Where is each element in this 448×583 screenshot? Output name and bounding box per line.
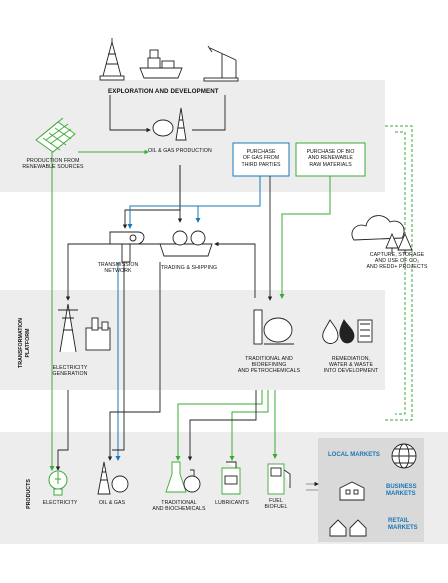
tanker-spheres-icon (159, 230, 213, 257)
lubricant-canister-icon (221, 461, 241, 495)
oil-gas-production-icon (152, 107, 187, 141)
refining-to-chemicals-line (175, 390, 263, 461)
purchase-gas-label: PURCHASE OF GAS FROM THIRD PARTIES (234, 144, 288, 175)
chemicals-flask-icon (165, 461, 201, 493)
products-section-label: PRODUCTS (26, 479, 32, 509)
electricity-generation-label: ELECTRICITY GENERATION (52, 365, 88, 377)
transmission-network-label: TRANSMISSION NETWORK (97, 262, 139, 274)
remediation-label: REMEDIATION, WATER & WASTE INTO DEVELOPM… (323, 356, 379, 374)
refinery-icon (253, 309, 294, 345)
retail-markets-label: RETAIL MARKETS (388, 518, 418, 531)
transformation-platform-label: TRANSFORMATION PLATFORM (18, 318, 31, 368)
business-building-icon (339, 481, 365, 501)
tanker-ship-icon (139, 49, 183, 79)
lightbulb-icon (48, 470, 68, 496)
co2-cloud-icon (351, 215, 413, 254)
product-chemicals-label: TRADITIONAL AND BIOCHEMICALS (152, 500, 206, 512)
exploration-to-production-line (109, 95, 151, 133)
business-markets-label: BUSINESS MARKETS (386, 484, 417, 497)
bio-purchase-to-refining-line (279, 176, 331, 299)
power-to-electricity-line (55, 390, 69, 471)
gas-purchase-to-transmission-line (127, 205, 260, 229)
exploration-loop-line (192, 95, 226, 131)
retail-houses-icon (329, 519, 367, 537)
ccs-label: CAPTURE, STORAGE AND USE OF CO₂ AND REDD… (366, 252, 428, 270)
exploration-title: EXPLORATION AND DEVELOPMENT (108, 88, 219, 95)
refining-to-chemicals-black-line (187, 390, 257, 461)
water-waste-icon (322, 319, 373, 344)
pipeline-icon (109, 231, 145, 263)
purchase-bio-label: PURCHASE OF BIO AND RENEWABLE RAW MATERI… (297, 144, 364, 175)
ccs-dashed-loop-inner (395, 131, 406, 415)
renewable-production-label: PRODUCTION FROM RENEWABLE SOURCES (22, 158, 84, 170)
refining-to-lubricants-line (229, 390, 269, 461)
power-plant-icon (58, 303, 111, 353)
globe-icon (391, 443, 417, 469)
oil-gas-production-label: OIL & GAS PRODUCTION (148, 148, 212, 154)
trading-shipping-label: TRADING & SHIPPING (160, 265, 218, 271)
refining-label: TRADITIONAL AND BIOREFINING AND PETROCHE… (237, 356, 301, 374)
trading-to-oilgas-line (107, 262, 161, 461)
pump-jack-icon (203, 45, 239, 82)
product-lubricants-label: LUBRICANTS (215, 500, 249, 506)
transmission-branch-line (112, 262, 125, 451)
product-fuel-label: FUEL BIOFUEL (264, 498, 288, 510)
trading-to-power-line (65, 243, 160, 301)
product-electricity-label: ELECTRICITY (42, 500, 78, 506)
fuel-pump-icon (267, 463, 291, 495)
oil-gas-product-icon (97, 461, 129, 495)
product-oil-gas-label: OIL & GAS (98, 500, 126, 506)
solar-panel-icon (35, 117, 76, 153)
ccs-dashed-loop (385, 125, 413, 421)
local-markets-label: LOCAL MARKETS (328, 452, 380, 458)
oil-derrick-icon (99, 38, 125, 81)
refining-to-trading-line (214, 241, 256, 298)
